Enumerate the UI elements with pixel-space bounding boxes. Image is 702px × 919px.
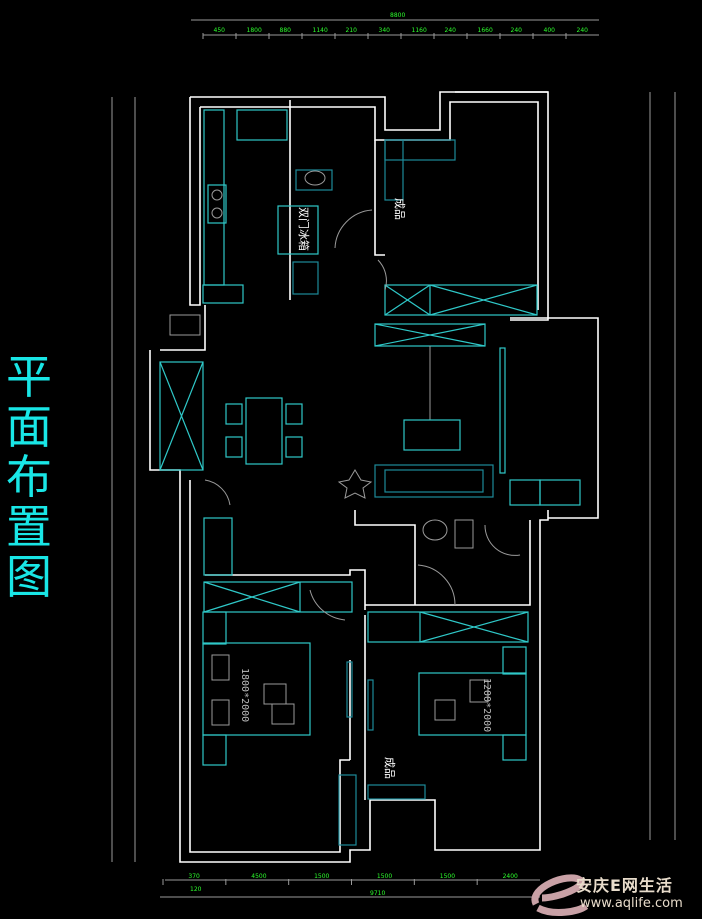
dimension-label: 210 — [346, 27, 358, 34]
dimension-label: 1660 — [478, 27, 493, 34]
bathroom — [417, 519, 521, 606]
second-bedroom: 1200*2000 成品 — [367, 611, 529, 800]
kitchen: 双门冰箱 — [202, 109, 333, 304]
dimension-label: 400 — [544, 27, 556, 34]
dimension-label: 1800 — [247, 27, 262, 34]
second-bed-size-label: 1200*2000 — [481, 678, 492, 732]
walls — [149, 91, 599, 863]
dimension-label: 1160 — [412, 27, 427, 34]
fridge-label: 双门冰箱 — [297, 207, 311, 251]
dimension-label: 240 — [511, 27, 523, 34]
finished-product-label-1: 成品 — [393, 198, 406, 220]
master-bedroom: 1800*2000 — [202, 581, 357, 846]
living-dining — [159, 314, 581, 576]
study-room: 成品 — [334, 139, 538, 316]
dimension-label: 1500 — [314, 873, 329, 880]
e-logo-icon — [531, 874, 588, 916]
dimension-label: 340 — [379, 27, 391, 34]
watermark-logo: 安庆E网生活 www.aqlife.com — [528, 868, 702, 919]
dimension-label: 1140 — [313, 27, 328, 34]
dimension-label: 240 — [445, 27, 457, 34]
top-dimension-labels: 450 1800 880 1140 210 340 1160 240 1660 240 400 240 — [202, 27, 589, 39]
dimension-label: 4500 — [251, 873, 266, 880]
dimension-label: 1500 — [440, 873, 455, 880]
master-bed-size-label: 1800*2000 — [239, 668, 250, 722]
bottom-dimension-labels: 370 4500 1500 1500 1500 2400 — [162, 873, 518, 885]
bottom-total-dimension: 9710 — [370, 890, 385, 897]
top-total-dimension: 8800 — [390, 12, 405, 19]
bottom-extra-dimension: 120 — [190, 886, 202, 893]
finished-product-label-2: 成品 — [383, 757, 396, 779]
watermark-url: www.aqlife.com — [580, 896, 683, 911]
dimension-label: 240 — [577, 27, 589, 34]
dimension-label: 370 — [188, 873, 200, 880]
dimension-label: 1500 — [377, 873, 392, 880]
watermark-brand: 安庆E网生活 — [576, 876, 673, 895]
dimension-label: 2400 — [503, 873, 518, 880]
dimension-label: 880 — [280, 27, 292, 34]
plan-title: 平面布置图 — [6, 350, 52, 604]
dimension-label: 450 — [214, 27, 226, 34]
